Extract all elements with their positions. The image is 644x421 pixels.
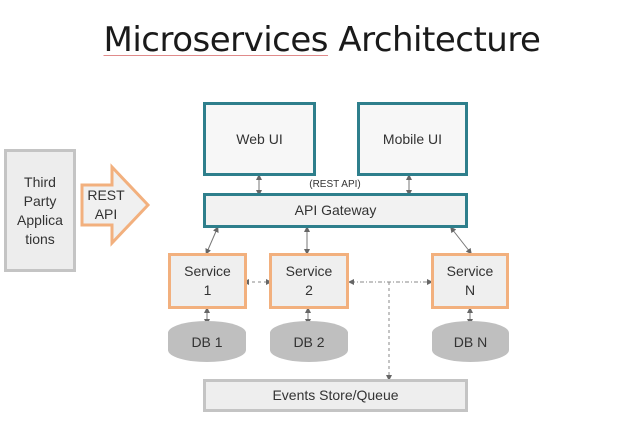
database-label: DB N xyxy=(453,333,488,350)
service-number: 1 xyxy=(203,282,212,298)
database-label: DB 2 xyxy=(293,333,325,350)
third-party-label-line: tions xyxy=(25,230,55,247)
service-2-box: Service 2 xyxy=(269,253,349,309)
events-store-queue-box: Events Store/Queue xyxy=(203,379,468,412)
service-label: Service xyxy=(285,263,333,279)
database-label: DB 1 xyxy=(191,333,223,350)
web-ui-box: Web UI xyxy=(203,102,316,176)
third-party-label-line: Third xyxy=(24,173,56,190)
web-ui-label: Web UI xyxy=(236,130,283,147)
connector-gateway-serviceN xyxy=(450,226,472,255)
service-1-box: Service 1 xyxy=(168,253,247,309)
database-1: DB 1 xyxy=(168,321,246,362)
service-label: Service xyxy=(184,263,231,279)
rest-api-arrow-shape xyxy=(80,163,151,247)
database-2: DB 2 xyxy=(270,321,348,362)
mobile-ui-label: Mobile UI xyxy=(382,130,443,147)
diagram-title: Microservices Architecture xyxy=(0,20,644,60)
mobile-ui-box: Mobile UI xyxy=(357,102,468,176)
rest-api-arrow-label: REST API xyxy=(84,186,128,224)
service-number: 2 xyxy=(305,282,313,298)
service-number: N xyxy=(464,282,476,298)
connector-gateway-service1 xyxy=(205,226,219,255)
service-n-box: Service N xyxy=(431,253,509,309)
api-gateway-box: API Gateway xyxy=(203,193,468,228)
rest-api-label-line: REST xyxy=(87,187,125,203)
database-n: DB N xyxy=(432,321,509,362)
service-label: Service xyxy=(446,263,494,279)
third-party-applications-box: Third Party Applica tions xyxy=(4,149,76,272)
title-word-architecture: Architecture xyxy=(328,20,541,60)
third-party-label-line: Applica xyxy=(17,211,63,228)
rest-api-caption: (REST API) xyxy=(309,178,361,190)
events-store-label: Events Store/Queue xyxy=(272,387,399,403)
api-gateway-label: API Gateway xyxy=(294,202,377,218)
third-party-label-line: Party xyxy=(23,192,57,209)
rest-api-label-line: API xyxy=(94,206,118,222)
title-word-microservices: Microservices xyxy=(103,20,329,60)
